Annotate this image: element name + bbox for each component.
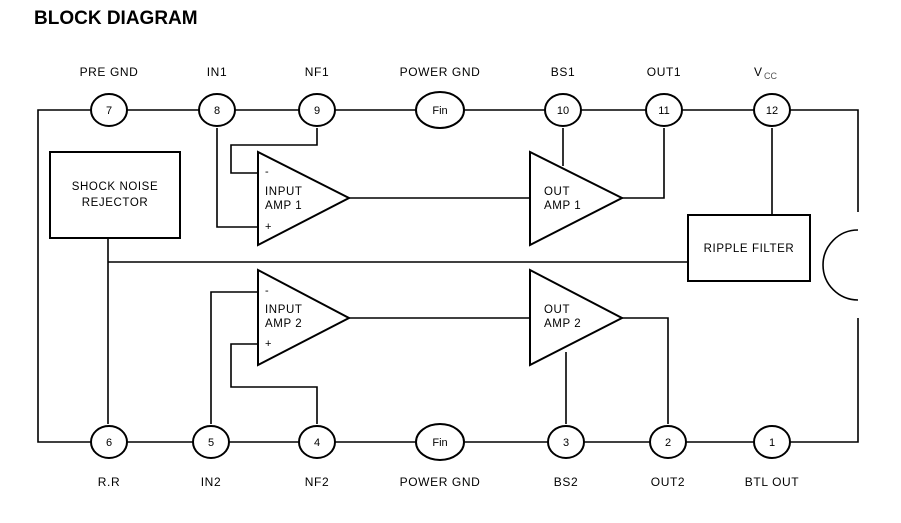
pin-number: 6	[106, 437, 112, 449]
pin-2: 2	[649, 425, 687, 459]
input-amp2-block: - + INPUT AMP 2	[257, 268, 352, 367]
pin-number: 12	[766, 105, 778, 117]
ripple-filter-label: RIPPLE FILTER	[704, 243, 795, 255]
pin-label-power-gnd-bottom: POWER GND	[400, 475, 481, 489]
pin-7: 7	[90, 93, 128, 127]
bottom-pins: 6 5 4 Fin 3 2 1	[90, 423, 791, 461]
pin-number: Fin	[432, 437, 447, 449]
top-pins: 7 8 9 Fin 10 11 12	[90, 91, 791, 129]
ripple-filter-block: RIPPLE FILTER	[687, 214, 811, 282]
pin-number: 4	[314, 437, 320, 449]
pin-number: Fin	[432, 105, 447, 117]
bottom-pin-labels: R.R IN2 NF2 POWER GND BS2 OUT2 BTL OUT	[98, 475, 799, 489]
pin-number: 2	[665, 437, 671, 449]
pin-8: 8	[198, 93, 236, 127]
pin-label-bs1: BS1	[551, 65, 575, 79]
pin-label-pre-gnd: PRE GND	[80, 65, 139, 79]
pin-4: 4	[298, 425, 336, 459]
input-amp1-plus: +	[265, 221, 271, 233]
input-amp1-label-line2: AMP 1	[265, 200, 302, 212]
pin-number: 8	[214, 105, 220, 117]
pin-label-out1: OUT1	[647, 65, 681, 79]
pin-label-in1: IN1	[207, 65, 227, 79]
shock-noise-rejector-block: SHOCK NOISE REJECTOR	[49, 151, 181, 239]
pin-label-vcc-subscript: CC	[764, 71, 777, 81]
input-amp1-block: - + INPUT AMP 1	[257, 150, 352, 247]
pin-6: 6	[90, 425, 128, 459]
pin-5: 5	[192, 425, 230, 459]
shock-noise-label-line1: SHOCK NOISE	[72, 181, 158, 193]
pin-number: 1	[769, 437, 775, 449]
out-amp2-block: OUT AMP 2	[529, 268, 625, 367]
input-amp1-label-line1: INPUT	[265, 186, 303, 198]
pin-12: 12	[753, 93, 791, 127]
pin-3: 3	[547, 425, 585, 459]
internal-wiring	[107, 128, 773, 424]
pin-label-nf2: NF2	[305, 475, 329, 489]
pin-label-out2: OUT2	[651, 475, 685, 489]
pin-number: 9	[314, 105, 320, 117]
pin-number: 7	[106, 105, 112, 117]
out-amp1-block: OUT AMP 1	[529, 150, 625, 247]
input-amp2-plus: +	[265, 338, 271, 350]
input-amp1-minus: -	[265, 166, 269, 178]
input-amp2-minus: -	[265, 285, 269, 297]
out-amp2-label-line1: OUT	[544, 304, 570, 316]
out-amp1-label-line2: AMP 1	[544, 200, 581, 212]
pin-label-btl-out: BTL OUT	[745, 475, 799, 489]
out-amp1-label-line1: OUT	[544, 186, 570, 198]
pin-number: 3	[563, 437, 569, 449]
pin-10: 10	[544, 93, 582, 127]
pin-number: 10	[557, 105, 569, 117]
pin-number: 11	[658, 105, 669, 117]
pin-label-vcc: V	[754, 65, 763, 79]
pin-fin-top: Fin	[415, 91, 465, 129]
top-pin-labels: PRE GND IN1 NF1 POWER GND BS1 OUT1 V CC	[80, 65, 778, 81]
pin-label-power-gnd-top: POWER GND	[400, 65, 481, 79]
pin-1: 1	[753, 425, 791, 459]
pin-11: 11	[645, 93, 683, 127]
pin-label-rr: R.R	[98, 475, 120, 489]
pin-number: 5	[208, 437, 214, 449]
pin-label-in2: IN2	[201, 475, 221, 489]
pin-label-nf1: NF1	[305, 65, 329, 79]
pin-fin-bottom: Fin	[415, 423, 465, 461]
package-outline	[37, 109, 859, 443]
shock-noise-label-line2: REJECTOR	[82, 197, 149, 209]
input-amp2-label-line1: INPUT	[265, 304, 303, 316]
pin-label-bs2: BS2	[554, 475, 578, 489]
pin-9: 9	[298, 93, 336, 127]
input-amp2-label-line2: AMP 2	[265, 318, 302, 330]
diagram-title: BLOCK DIAGRAM	[34, 8, 198, 29]
out-amp2-label-line2: AMP 2	[544, 318, 581, 330]
